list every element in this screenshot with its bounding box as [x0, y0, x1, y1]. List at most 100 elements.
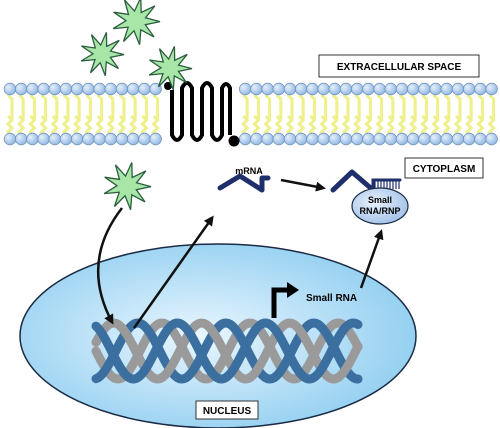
lipid-tail: [152, 93, 160, 119]
lipid-head: [26, 132, 39, 146]
lipid-tail: [51, 93, 59, 119]
lipid-head: [485, 132, 498, 146]
lipid-tail: [298, 93, 305, 119]
small-rna-to-complex-arrow: [359, 229, 384, 289]
lipid-tail: [331, 93, 339, 119]
complex-label-line1: Small: [368, 195, 392, 205]
dna-strand-blue: [91, 318, 363, 384]
dna-helix: [91, 318, 363, 384]
lipid-tail: [421, 93, 428, 119]
lipid-head: [138, 82, 151, 96]
extracellular-label: EXTRACELLULAR SPACE: [318, 54, 480, 78]
dna-strand-blue: [91, 318, 363, 384]
svg-text:CYTOPLASM: CYTOPLASM: [413, 164, 476, 175]
lipid-head: [451, 132, 465, 146]
lipid-tail: [18, 93, 25, 119]
transcription-start-icon: [271, 282, 299, 318]
lipid-head: [373, 82, 386, 96]
lipid-head: [384, 82, 398, 96]
ligands: [80, 0, 193, 210]
lipid-head: [418, 82, 431, 96]
lipid-tail: [74, 93, 81, 119]
lipid-head: [328, 82, 342, 96]
lipid-tail: [477, 93, 484, 119]
lipid-tail: [141, 93, 148, 119]
dna-to-mrna-arrow: [132, 215, 214, 329]
lipid-head: [463, 132, 476, 146]
lipid-tail: [275, 93, 283, 119]
lipid-tail: [118, 93, 126, 119]
dna-strand-gray: [91, 318, 363, 384]
cell-membrane: [3, 82, 498, 146]
lipid-tail: [466, 93, 473, 119]
lipid-head: [440, 132, 454, 146]
lipid-tail: [96, 93, 104, 119]
lipid-head: [104, 132, 118, 146]
lipid-tail: [264, 93, 272, 119]
lipid-head: [82, 132, 95, 146]
lipid-tail: [376, 93, 384, 119]
lipid-tail: [443, 93, 451, 119]
lipid-head: [295, 132, 308, 146]
lipid-head: [261, 82, 274, 96]
lipid-head: [126, 82, 140, 96]
lipid-tail: [130, 93, 137, 119]
small-rna-rnp-complex: Small RNA/RNP: [351, 187, 409, 225]
lipid-head: [283, 82, 297, 96]
lipid-head: [272, 132, 286, 146]
lipid-head: [395, 132, 409, 146]
lipid-head: [317, 132, 330, 146]
lipid-head: [93, 82, 106, 96]
lipid-head: [283, 132, 297, 146]
lipid-head: [59, 82, 73, 96]
mrna-bound-icon: [330, 169, 402, 193]
lipid-head: [261, 132, 274, 146]
lipid-tail: [354, 93, 361, 119]
lipid-tail: [242, 93, 249, 119]
lipid-head: [440, 82, 454, 96]
mrna-strand-icon: [217, 173, 271, 193]
lipid-tail: [398, 93, 406, 119]
lipid-head: [272, 82, 286, 96]
arrows: [96, 178, 384, 329]
lipid-head: [15, 132, 28, 146]
lipid-head: [93, 132, 106, 146]
lipid-head: [418, 132, 431, 146]
lipid-head: [451, 82, 465, 96]
starburst-icon: [148, 46, 193, 91]
lipid-tail: [387, 93, 395, 119]
lipid-tail: [107, 93, 115, 119]
lipid-tail: [29, 93, 36, 119]
lipid-head: [238, 132, 252, 146]
lipid-head: [59, 132, 73, 146]
lipid-tail: [6, 93, 14, 119]
lipid-head: [407, 82, 420, 96]
lipid-head: [295, 82, 308, 96]
lipid-head: [3, 132, 17, 146]
lipid-tail: [454, 93, 462, 119]
lipid-head: [474, 82, 487, 96]
cytoplasm-label: CYTOPLASM: [404, 157, 484, 179]
svg-text:EXTRACELLULAR SPACE: EXTRACELLULAR SPACE: [337, 62, 462, 73]
lipid-tail: [40, 93, 48, 119]
complex-label-line2: RNA/RNP: [359, 206, 400, 216]
lipid-head: [115, 82, 129, 96]
lipid-head: [351, 82, 364, 96]
lipid-head: [485, 82, 498, 96]
lipid-head: [126, 132, 140, 146]
lipid-tail: [253, 93, 260, 119]
lipid-head: [48, 82, 62, 96]
lipid-tail: [365, 93, 372, 119]
lipid-tail: [342, 93, 350, 119]
lipid-head: [3, 82, 17, 96]
lipid-head: [429, 132, 442, 146]
lipid-tail: [62, 93, 70, 119]
lipid-tail: [410, 93, 417, 119]
ligand-to-dna-arrow: [96, 207, 123, 325]
lipid-head: [70, 82, 84, 96]
lipid-tail: [286, 93, 294, 119]
lipid-heads-outer: [3, 82, 498, 96]
lipid-heads-inner: [3, 132, 498, 146]
lipid-head: [149, 132, 162, 146]
lipid-tail: [320, 93, 328, 119]
